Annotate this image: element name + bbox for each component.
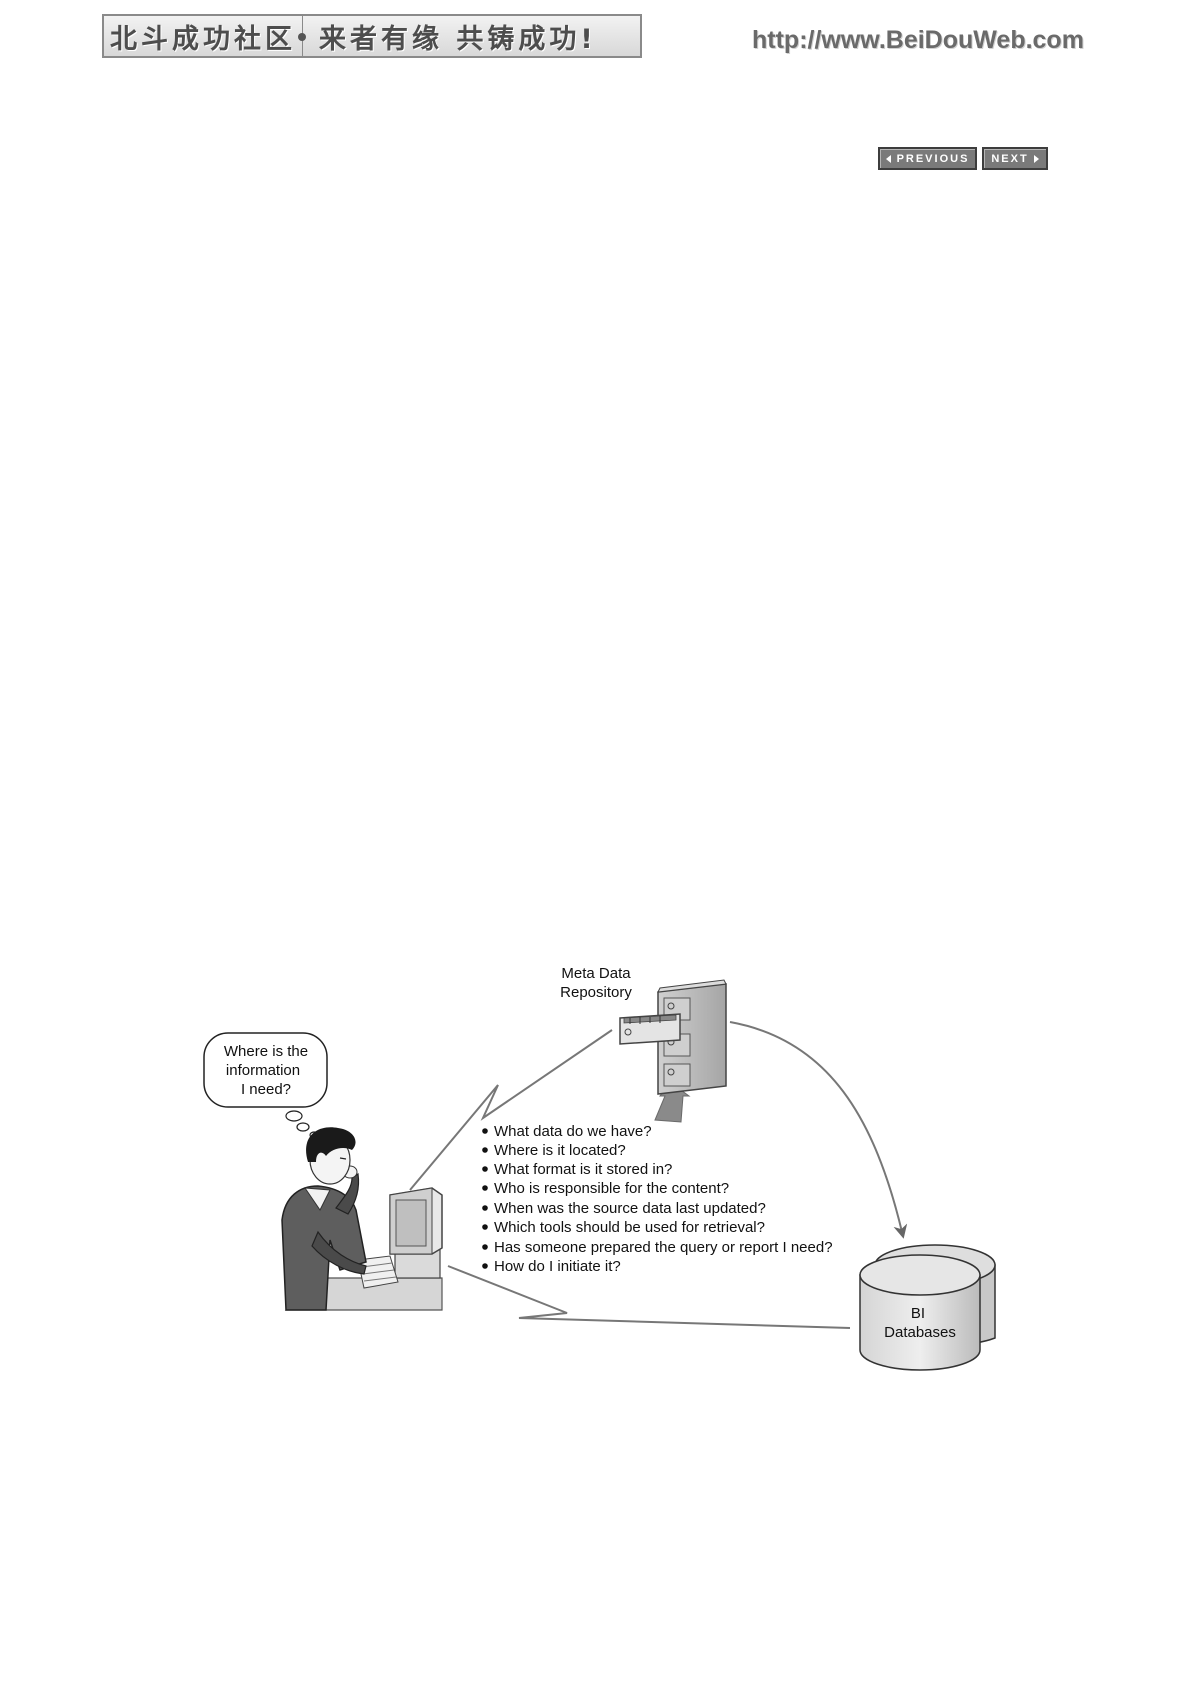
database-label-line-2: Databases <box>884 1324 956 1341</box>
site-banner: 北斗成功社区 来者有缘 共铸成功! <box>102 14 642 58</box>
arrow-left-icon <box>885 154 891 163</box>
banner-separator <box>298 16 306 56</box>
repository-label-line-1: Meta Data <box>561 965 631 982</box>
previous-button[interactable]: PREVIOUS <box>878 147 977 170</box>
question-item: Has someone prepared the query or report… <box>494 1239 833 1256</box>
previous-label: PREVIOUS <box>896 152 970 165</box>
question-item: How do I initiate it? <box>494 1258 621 1275</box>
bullet-icon <box>482 1147 488 1153</box>
question-item: Which tools should be used for retrieval… <box>494 1219 765 1236</box>
person-at-computer-icon <box>281 1127 443 1311</box>
thought-line-1: Where is the <box>224 1043 308 1060</box>
filing-cabinet-icon <box>619 979 727 1095</box>
arrow-right-icon <box>1033 154 1039 163</box>
site-url[interactable]: http://www.BeiDouWeb.com <box>752 26 1084 54</box>
banner-title: 北斗成功社区 <box>110 23 296 55</box>
bullet-icon <box>482 1128 488 1134</box>
banner-slogan: 来者有缘 共铸成功! <box>319 23 597 55</box>
bullet-icon <box>482 1185 488 1191</box>
bullet-icon <box>298 33 306 41</box>
bullet-icon <box>482 1263 488 1269</box>
database-icon <box>859 1244 996 1371</box>
database-label-line-1: BI <box>911 1305 925 1322</box>
thought-line-3: I need? <box>241 1081 291 1098</box>
repository-label-line-2: Repository <box>560 984 632 1001</box>
bullet-icon <box>482 1224 488 1230</box>
question-item: Where is it located? <box>494 1142 626 1159</box>
bullet-icon <box>482 1205 488 1211</box>
bullet-icon <box>482 1244 488 1250</box>
thought-line-2: information <box>226 1062 300 1079</box>
next-label: NEXT <box>991 152 1029 165</box>
question-item: When was the source data last updated? <box>494 1200 766 1217</box>
connector-lower <box>447 1265 851 1329</box>
next-button[interactable]: NEXT <box>982 147 1048 170</box>
question-list: What data do we have? Where is it locate… <box>482 1123 833 1275</box>
thought-bubble <box>203 1032 328 1139</box>
question-item: What format is it stored in? <box>494 1161 672 1178</box>
connector-upper <box>409 1029 613 1191</box>
bullet-icon <box>482 1166 488 1172</box>
question-item: What data do we have? <box>494 1123 652 1140</box>
flow-arrow <box>729 1021 908 1239</box>
question-item: Who is responsible for the content? <box>494 1180 729 1197</box>
